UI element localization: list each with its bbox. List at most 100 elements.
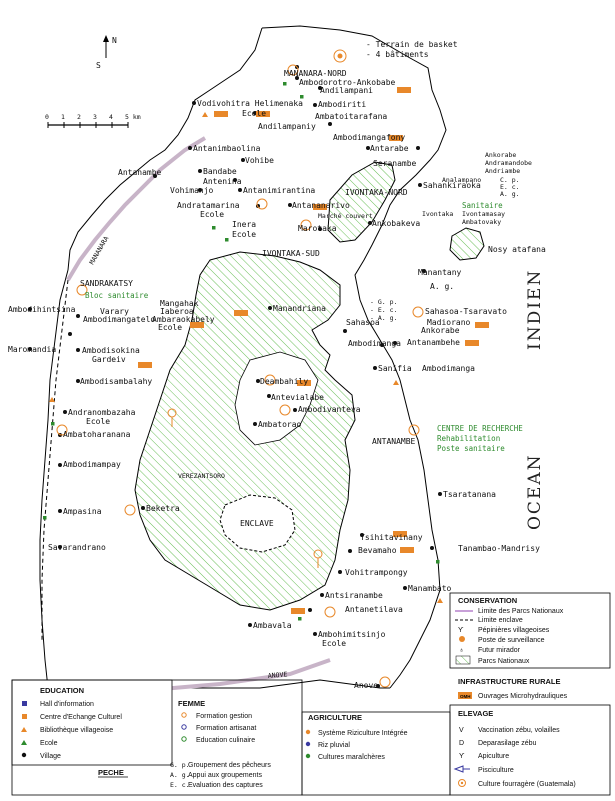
- legend-elevage-item-0: Vaccination zébu, volailles: [478, 727, 560, 734]
- legend-peche-item-2: Evaluation des captures: [188, 782, 263, 789]
- label-andranombazaha: Andranombazaha: [68, 408, 136, 417]
- label-ambodimangafony: Ambodimangafony: [333, 133, 405, 142]
- label-ankobakeva: Ankobakeva: [372, 219, 420, 228]
- label-ankorabe: Ankorabe: [485, 151, 516, 159]
- legend-peche-item-1: Appui aux groupements: [188, 772, 262, 779]
- legend-femme-item-2: Education culinaire: [196, 737, 255, 744]
- label-andilampaniy: Andilampaniy: [258, 122, 316, 131]
- legend-education-item-3: Ecole: [40, 740, 58, 747]
- apiculture-icon: ϒ: [459, 753, 465, 760]
- label-sanifia: Sanifia: [378, 364, 412, 373]
- parc-nosy-atafana: [449, 227, 485, 261]
- fodder-icon: [458, 779, 466, 787]
- sri-icon: [305, 729, 311, 735]
- bibliotheque-markers: [49, 112, 443, 603]
- label-cp-ec: C. p.: [500, 176, 520, 184]
- legend-peche: PECHE G. p. Groupement des pêcheurs A. g…: [98, 761, 271, 789]
- legend-conservation-item-2: Pépinières villageoises: [478, 627, 550, 634]
- label-ambatoharanana: Ambatoharanana: [63, 430, 131, 439]
- fish-icon: [453, 765, 470, 773]
- legend-femme: FEMME Formation gestion Formation artisa…: [178, 699, 256, 744]
- legend-agriculture: AGRICULTURE Système Riziculture Intégrée…: [305, 713, 408, 761]
- label-antanambe-s: ANTANAMBE: [372, 437, 416, 446]
- education-culinaire-icon: [181, 736, 187, 742]
- label-ambodisambalahy: Ambodisambalahy: [80, 377, 152, 386]
- label-andratamarina: Andratamarina: [177, 201, 240, 210]
- sea-ocean: OCEAN: [525, 453, 545, 530]
- label-ecole-var: Ecole: [158, 323, 182, 332]
- label-ivontamasay: Ivontamasay: [462, 210, 505, 218]
- label-ambodimanga2: Ambodimanga: [422, 364, 475, 373]
- label-mananara-nord: MANANARA-NORD: [284, 69, 347, 78]
- label-marotaka: Marotaka: [298, 224, 337, 233]
- label-mangahak: Mangahak: [160, 299, 199, 308]
- hall-icon: [22, 701, 27, 706]
- limite-enclave-line: [41, 279, 69, 640]
- label-antsiranambe: Antsiranambe: [325, 591, 383, 600]
- road-mananara: [66, 136, 207, 282]
- label-ambodihintsina: Ambodihintsina: [8, 305, 76, 314]
- west-shore: [67, 27, 263, 271]
- label-iaberoa: Iaberoa: [160, 307, 194, 316]
- clear-zone: [234, 351, 319, 446]
- coastline: [261, 25, 447, 689]
- futur-mirador-icon: [167, 49, 347, 568]
- label-ambodivanteva: Ambodivanteva: [298, 405, 361, 414]
- label-vohibe: Vohibe: [245, 156, 274, 165]
- label-ambohimitsinjo: Ambohimitsinjo: [318, 630, 386, 639]
- label-vohitrampongy: Vohitrampongy: [345, 568, 408, 577]
- label-manambato: Manambato: [408, 584, 452, 593]
- scale-tick-2: 2: [77, 113, 81, 121]
- label-sanitaire: Sanitaire: [462, 201, 503, 210]
- label-gardeiv: Gardeiv: [92, 355, 126, 364]
- label-ec-sah: - E. c.: [370, 306, 397, 314]
- poste-icon: [459, 636, 465, 642]
- legend-agri-item-0: Système Riziculture Intégrée: [318, 730, 408, 737]
- label-ecole-amb: Ecole: [322, 639, 346, 648]
- legend-elevage: ELEVAGE V Vaccination zébu, volailles D …: [449, 704, 611, 796]
- label-ag-man: A. g.: [430, 282, 454, 291]
- riz-pluvial-icon: [305, 741, 311, 747]
- legend-peche-abbr-1: A. g.: [170, 771, 190, 779]
- legend-education-item-4: Village: [40, 753, 61, 760]
- legend-conservation-item-3: Poste de surveillance: [478, 637, 545, 644]
- legend-conservation: CONSERVATION Limite des Parcs Nationaux …: [449, 592, 611, 669]
- label-gp-sah: - G. p.: [370, 298, 397, 306]
- note-batiments: - 4 bâtiments: [366, 50, 429, 59]
- label-seranambe: Seranambe: [373, 159, 417, 168]
- label-antanambe: Antanambe: [118, 168, 162, 177]
- label-madiorano: Madiorano: [427, 318, 471, 327]
- label-ambatoitarafana: Ambatoitarafana: [315, 112, 387, 121]
- cec-icon: [22, 714, 27, 719]
- legend-elevage-item-2: Apiculture: [478, 753, 509, 760]
- label-ecole-inera: Ecole: [232, 230, 256, 239]
- label-ambodisokina: Ambodisokina: [82, 346, 140, 355]
- scale-tick-5: 5 km: [125, 113, 141, 121]
- label-marche-couvert: Marché couvert: [318, 212, 373, 220]
- legend-peche-title: PECHE: [98, 768, 124, 777]
- label-ivontaka-nord: IVONTAKA-NORD: [345, 188, 408, 197]
- label-sandrakatsy: SANDRAKATSY: [80, 279, 133, 288]
- legend-education-item-2: Bibliothèque villageoise: [40, 727, 113, 734]
- mirador-icon: ♁: [459, 647, 464, 654]
- label-sahasoa-tsaravato: Sahasoa-Tsaravato: [425, 307, 507, 316]
- legend-elevage-item-4: Culture fourragère (Guatemala): [478, 781, 576, 788]
- omh-badges: [138, 87, 489, 614]
- label-maromandia: Maromandia: [8, 345, 56, 354]
- label-ecole-and2: Ecole: [86, 417, 110, 426]
- label-antanambehe: Antanambehe: [407, 338, 460, 347]
- legend-infra: INFRASTRUCTURE RURALE OMH Ouvrages Micro…: [458, 677, 568, 700]
- label-varary: Varary: [100, 307, 129, 316]
- legend-infra-title: INFRASTRUCTURE RURALE: [458, 677, 561, 686]
- label-ambodimangatelo: Ambodimangatelo: [83, 315, 155, 324]
- label-ecole-and: Ecole: [200, 210, 224, 219]
- label-beketra: Beketra: [146, 504, 180, 513]
- south-boundary: [39, 269, 390, 689]
- legend-agri-item-2: Cultures maraîchères: [318, 754, 385, 761]
- label-ag-sah: A. g.: [500, 190, 520, 198]
- legend-education-title: EDUCATION: [40, 686, 84, 695]
- legend-conservation-item-1: Limite enclave: [478, 617, 523, 624]
- road-anove-label: ANOVE: [267, 670, 287, 680]
- label-ambaraokabely: Ambaraokabely: [152, 315, 215, 324]
